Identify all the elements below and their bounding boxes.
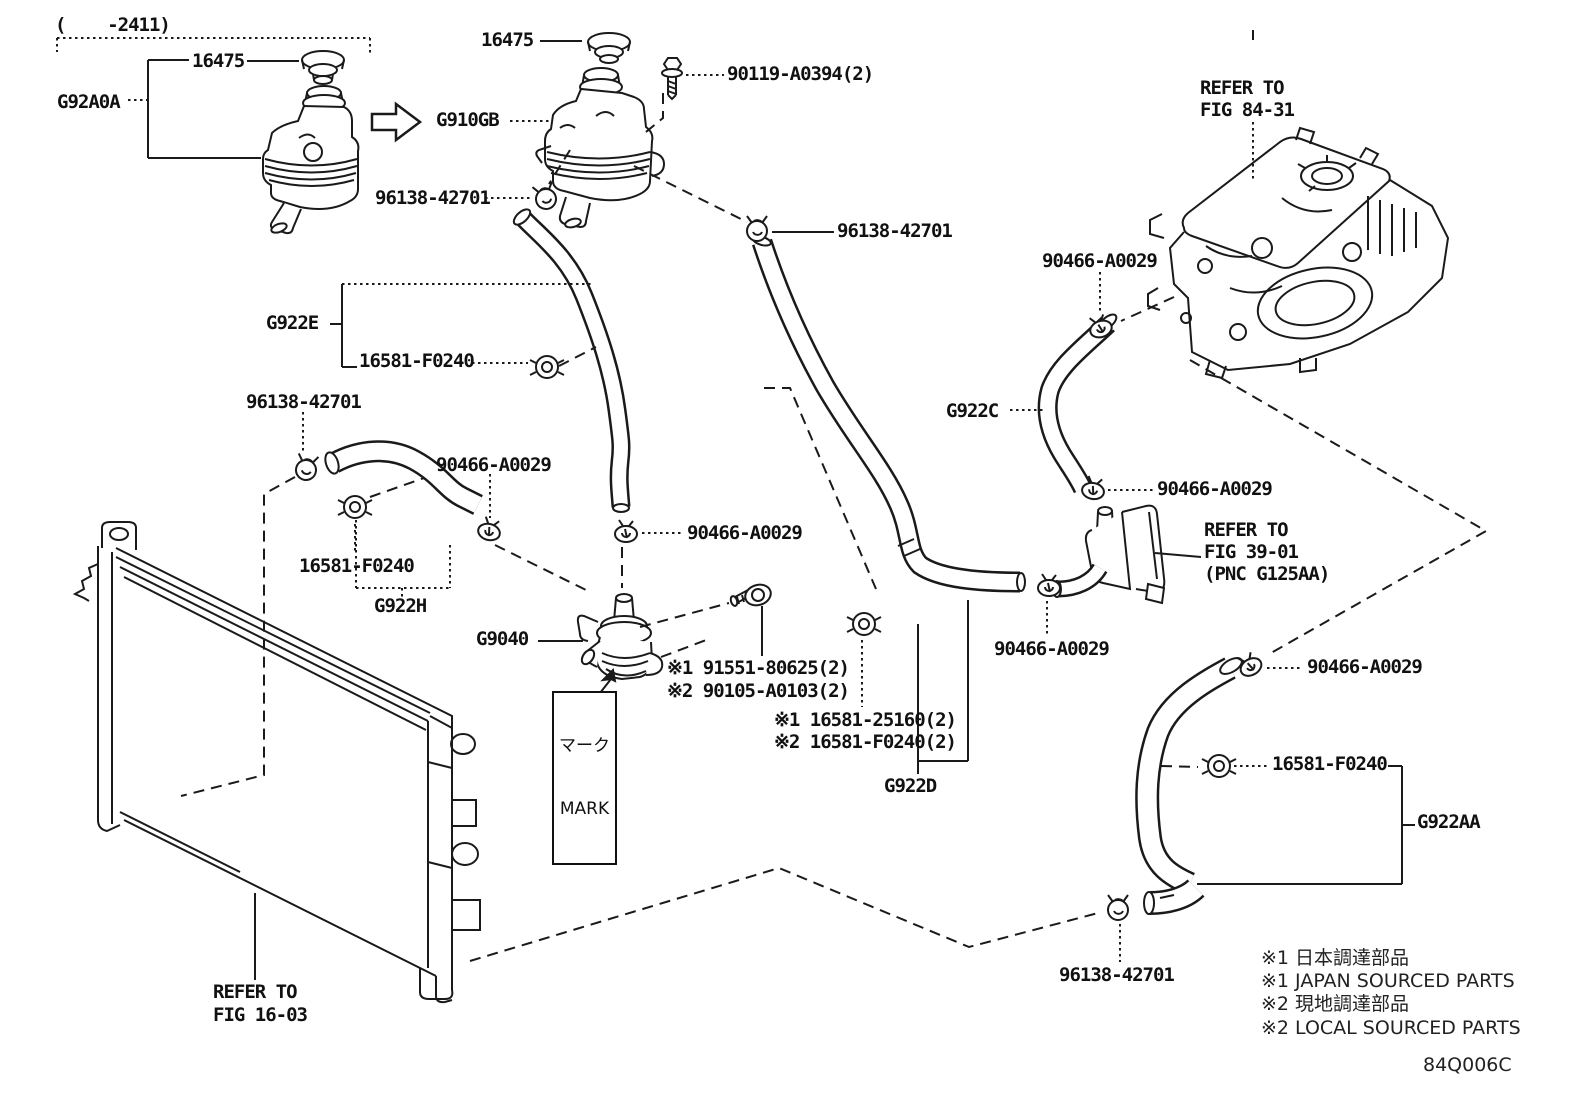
refer-fig-84-31-line1[interactable]: REFER TO	[1200, 77, 1285, 99]
part-label-90466-a0029[interactable]: 90466-A0029	[994, 638, 1110, 660]
part-label-16581-f0240-opt2[interactable]: ※2 16581-F0240(2)	[774, 731, 957, 753]
part-label-16475[interactable]: 16475	[192, 50, 245, 72]
clamp-90466-icon	[1037, 573, 1061, 597]
part-label-16581-f0240[interactable]: 16581-F0240	[359, 350, 475, 372]
refer-fig-84-31-line2[interactable]: FIG 84-31	[1200, 99, 1295, 121]
refer-fig-16-03-line1[interactable]: REFER TO	[213, 981, 298, 1003]
part-label-96138-42701[interactable]: 96138-42701	[375, 187, 491, 209]
part-label-90119-a0394[interactable]: 90119-A0394(2)	[727, 63, 874, 85]
clamp-96138-icon	[293, 452, 320, 483]
part-label-g922e[interactable]: G922E	[266, 312, 319, 334]
water-pump-g9040	[578, 594, 662, 679]
arrow-icon	[372, 104, 420, 140]
assembly-dashed-lines	[181, 93, 1486, 961]
footnote-japan-sourced-jp: ※1 日本調達部品	[1261, 947, 1410, 969]
hose-g922h	[323, 451, 478, 505]
leader-lines-solid	[148, 30, 1415, 980]
refer-fig-39-01-line3[interactable]: (PNC G125AA)	[1204, 563, 1330, 585]
clamp-96138-icon	[746, 215, 768, 242]
part-label-96138-42701[interactable]: 96138-42701	[1059, 964, 1175, 986]
radiator	[75, 522, 480, 1002]
bolt-90119-icon	[662, 58, 682, 99]
part-label-96138-42701[interactable]: 96138-42701	[246, 391, 362, 413]
part-label-90466-a0029[interactable]: 90466-A0029	[1157, 478, 1273, 500]
clamp-16581-icon	[846, 612, 882, 636]
part-label-g910gb[interactable]: G910GB	[436, 109, 500, 131]
clamp-16581-icon	[337, 495, 373, 519]
part-label-90466-a0029[interactable]: 90466-A0029	[687, 522, 803, 544]
mark-arrow-icon	[600, 670, 615, 693]
clamp-16581-icon	[1201, 754, 1237, 778]
footnote-local-sourced-jp: ※2 現地調達部品	[1261, 993, 1410, 1015]
refer-fig-16-03-line2[interactable]: FIG 16-03	[213, 1004, 308, 1026]
clamp-90466-icon	[614, 519, 638, 543]
part-label-90466-a0029[interactable]: 90466-A0029	[436, 454, 552, 476]
hose-g922c	[1048, 312, 1119, 489]
part-label-16581-25160-opt1[interactable]: ※1 16581-25160(2)	[774, 709, 957, 731]
part-label-16581-f0240[interactable]: 16581-F0240	[299, 555, 415, 577]
mark-label-en: MARK	[559, 799, 610, 819]
part-label-g922aa[interactable]: G922AA	[1417, 811, 1481, 833]
applicability-note: ( -2411)	[55, 14, 171, 36]
clamp-96138-icon	[1107, 894, 1129, 921]
mark-label-jp: マーク	[559, 736, 610, 756]
clamp-16581-icon	[529, 355, 565, 379]
part-label-96138-42701[interactable]: 96138-42701	[837, 220, 953, 242]
part-label-91551-opt1[interactable]: ※1 91551-80625(2)	[667, 657, 850, 679]
part-label-g922c[interactable]: G922C	[946, 400, 999, 422]
refer-fig-39-01-line1[interactable]: REFER TO	[1204, 519, 1289, 541]
part-label-g922d[interactable]: G922D	[884, 775, 937, 797]
part-label-90105-opt2[interactable]: ※2 90105-A0103(2)	[667, 680, 850, 702]
figure-code: 84Q006C	[1423, 1054, 1512, 1076]
leader-lines-dotted	[57, 38, 1303, 962]
part-label-90466-a0029[interactable]: 90466-A0029	[1307, 656, 1423, 678]
reserve-tank-g910gb	[536, 33, 664, 229]
hose-g922aa	[1144, 655, 1244, 914]
part-label-g92a0a[interactable]: G92A0A	[57, 91, 121, 113]
refer-fig-39-01-line2[interactable]: FIG 39-01	[1204, 541, 1299, 563]
inverter-assembly	[1148, 128, 1448, 378]
part-label-g922h[interactable]: G922H	[374, 595, 427, 617]
bolt-91551-icon	[730, 581, 774, 608]
footnote-local-sourced-en: ※2 LOCAL SOURCED PARTS	[1261, 1017, 1521, 1039]
part-label-16475[interactable]: 16475	[481, 29, 534, 51]
reserve-tank-g92a0a	[263, 51, 358, 234]
clamp-90466-icon	[475, 514, 505, 544]
part-label-16581-f0240[interactable]: 16581-F0240	[1272, 753, 1388, 775]
footnote-japan-sourced-en: ※1 JAPAN SOURCED PARTS	[1261, 970, 1515, 992]
hose-g922e	[511, 207, 629, 512]
mark-callout-box: マーク MARK	[552, 691, 617, 865]
part-label-g9040[interactable]: G9040	[476, 628, 529, 650]
oil-cooler-pipe	[1053, 506, 1164, 603]
part-label-90466-a0029[interactable]: 90466-A0029	[1042, 250, 1158, 272]
